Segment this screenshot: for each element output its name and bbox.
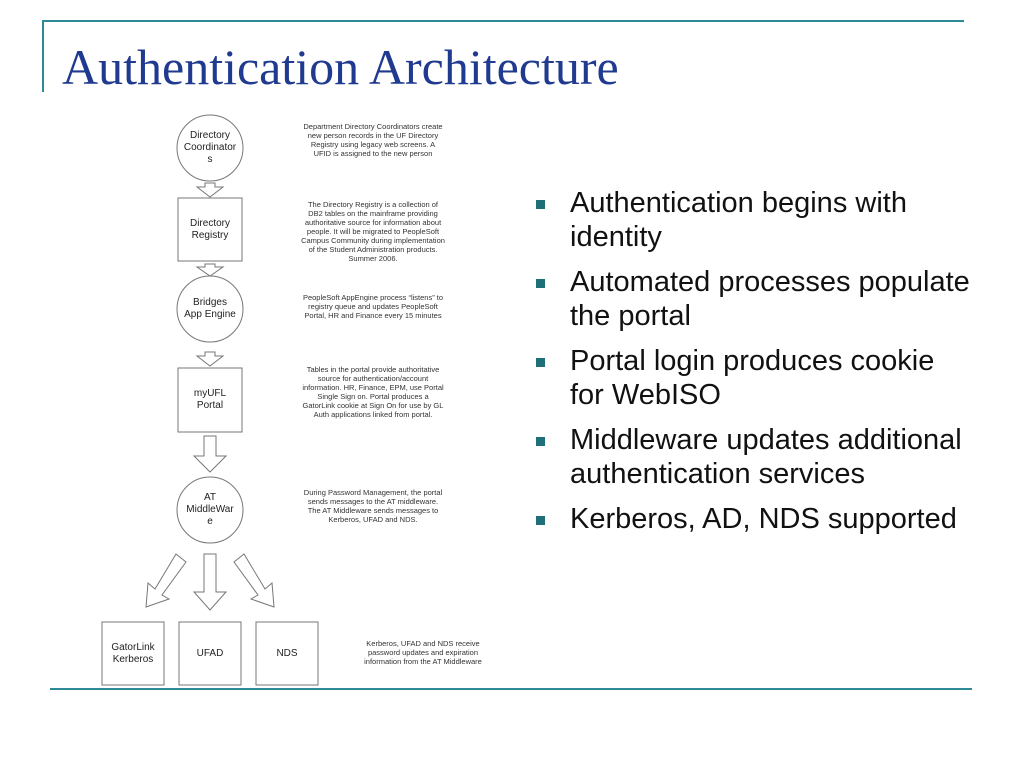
label-ufad: UFAD (196, 647, 224, 659)
bullet-item: Kerberos, AD, NDS supported (536, 502, 976, 536)
square-bullet-icon (536, 516, 545, 525)
bullet-item: Middleware updates additional authentica… (536, 423, 976, 491)
desc-directory-coordinators: Department Directory Coordinators create… (303, 122, 443, 158)
arrow-middleware-to-ufad (192, 553, 228, 611)
slide-title: Authentication Architecture (62, 39, 619, 95)
label-nds: NDS (276, 647, 298, 659)
arrow-coordinators-to-registry (195, 182, 225, 198)
arrow-middleware-to-nds (233, 553, 275, 608)
top-accent-line (42, 20, 964, 22)
square-bullet-icon (536, 437, 545, 446)
node-nds (255, 621, 319, 686)
node-gatorlink-kerberos (101, 621, 165, 686)
arrow-registry-to-bridges (195, 263, 225, 277)
square-bullet-icon (536, 358, 545, 367)
bullet-list: Authentication begins with identity Auto… (536, 186, 976, 547)
desc-directory-registry: The Directory Registry is a collection o… (301, 199, 445, 263)
square-bullet-icon (536, 200, 545, 209)
node-directory-registry (177, 197, 243, 262)
arrow-portal-to-middleware (192, 435, 228, 473)
bottom-accent-line (50, 688, 972, 690)
arrow-bridges-to-portal (195, 351, 225, 367)
desc-myufl-portal: Tables in the portal provide authoritati… (302, 365, 444, 419)
node-myufl-portal (177, 367, 243, 433)
left-accent-line (42, 20, 44, 92)
arrow-middleware-to-gatorlink (145, 553, 187, 608)
node-at-middleware (176, 476, 244, 544)
node-directory-coordinators (176, 114, 244, 182)
bullet-item: Authentication begins with identity (536, 186, 976, 254)
bullet-item: Automated processes populate the portal (536, 265, 976, 333)
desc-bridges-app-engine: PeopleSoft AppEngine process “listens” t… (302, 292, 444, 320)
square-bullet-icon (536, 279, 545, 288)
bullet-item: Portal login produces cookie for WebISO (536, 344, 976, 412)
node-ufad (178, 621, 242, 686)
